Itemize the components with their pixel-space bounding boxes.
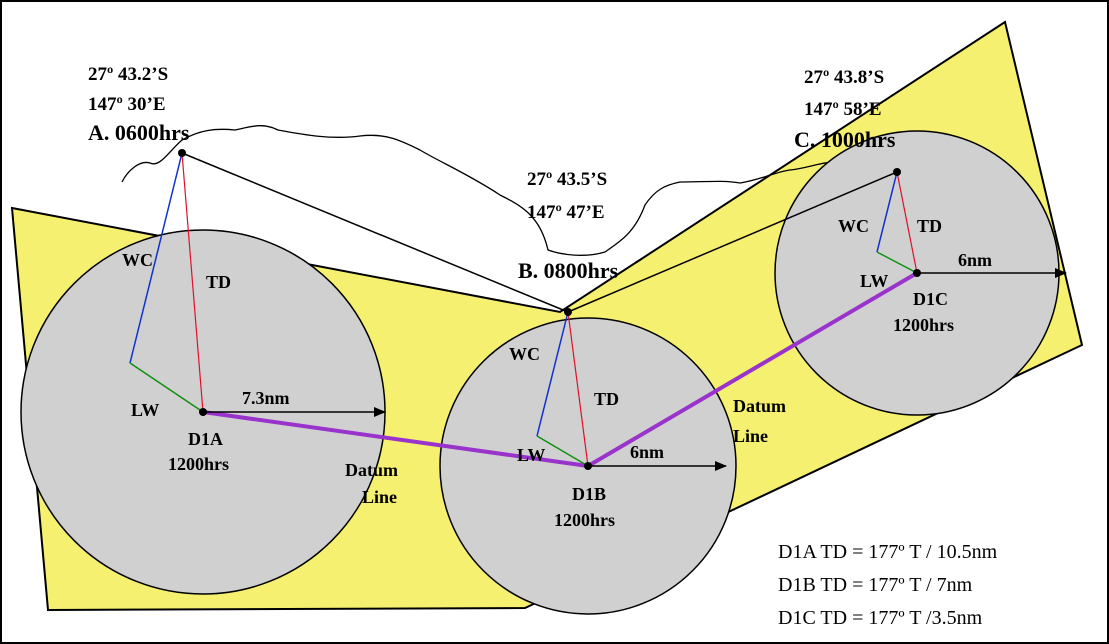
lw-vector-a (129, 362, 204, 413)
track-a-b (181, 152, 569, 313)
datum-line-label-1-bottom: Line (362, 487, 397, 507)
datum-name-d1b: D1B (572, 484, 606, 504)
datum-time-d1a: 1200hrs (168, 454, 229, 474)
point-c (893, 168, 901, 176)
datum-line-label-2-top: Datum (733, 396, 786, 416)
td-vector-a (181, 152, 204, 413)
point-b (564, 308, 572, 316)
wc-label-a: WC (122, 250, 153, 270)
td-vector-c (896, 171, 918, 274)
lat-c: 27º 43.8’S (804, 67, 884, 88)
lw-vector-b (536, 435, 589, 467)
lw-label-b: LW (517, 445, 545, 465)
lon-b: 147º 47’E (527, 202, 605, 223)
td-label-a: TD (206, 272, 231, 292)
wc-vector-c (876, 171, 898, 253)
datum-line-label-2-bottom: Line (733, 426, 768, 446)
radius-label-d1c: 6nm (958, 250, 992, 270)
wc-label-b: WC (509, 344, 540, 364)
time-b: B. 0800hrs (518, 258, 619, 283)
wc-label-c: WC (838, 216, 869, 236)
lat-a: 27º 43.2’S (88, 64, 168, 85)
point-d1b (584, 462, 592, 470)
time-a: A. 0600hrs (88, 120, 190, 145)
point-d1c (913, 269, 921, 277)
lw-label-a: LW (131, 400, 159, 420)
datum-name-d1a: D1A (188, 429, 223, 449)
summary-line-1: D1A TD = 177º T / 10.5nm (778, 541, 998, 563)
lon-c: 147º 58’E (804, 99, 882, 120)
lon-a: 147º 30’E (88, 94, 166, 115)
summary-line-3: D1C TD = 177º T /3.5nm (778, 607, 983, 629)
td-label-b: TD (594, 389, 619, 409)
td-label-c: TD (917, 216, 942, 236)
datum-time-d1b: 1200hrs (554, 510, 615, 530)
wc-vector-b (536, 311, 569, 437)
track-b-c (567, 171, 898, 313)
lw-vector-c (876, 251, 918, 274)
time-c: C. 1000hrs (794, 127, 896, 152)
point-d1a (199, 408, 207, 416)
datum-time-d1c: 1200hrs (893, 315, 954, 335)
summary-line-2: D1B TD = 177º T / 7nm (778, 574, 973, 596)
datum-name-d1c: D1C (913, 289, 948, 309)
lw-label-c: LW (860, 271, 888, 291)
radius-label-d1a: 7.3nm (242, 388, 290, 408)
radius-label-d1b: 6nm (630, 442, 664, 462)
lat-b: 27º 43.5’S (527, 169, 607, 190)
point-a (178, 149, 186, 157)
td-vector-b (567, 311, 589, 467)
wc-vector-a (129, 152, 183, 364)
datum-line-label-1-top: Datum (345, 460, 398, 480)
